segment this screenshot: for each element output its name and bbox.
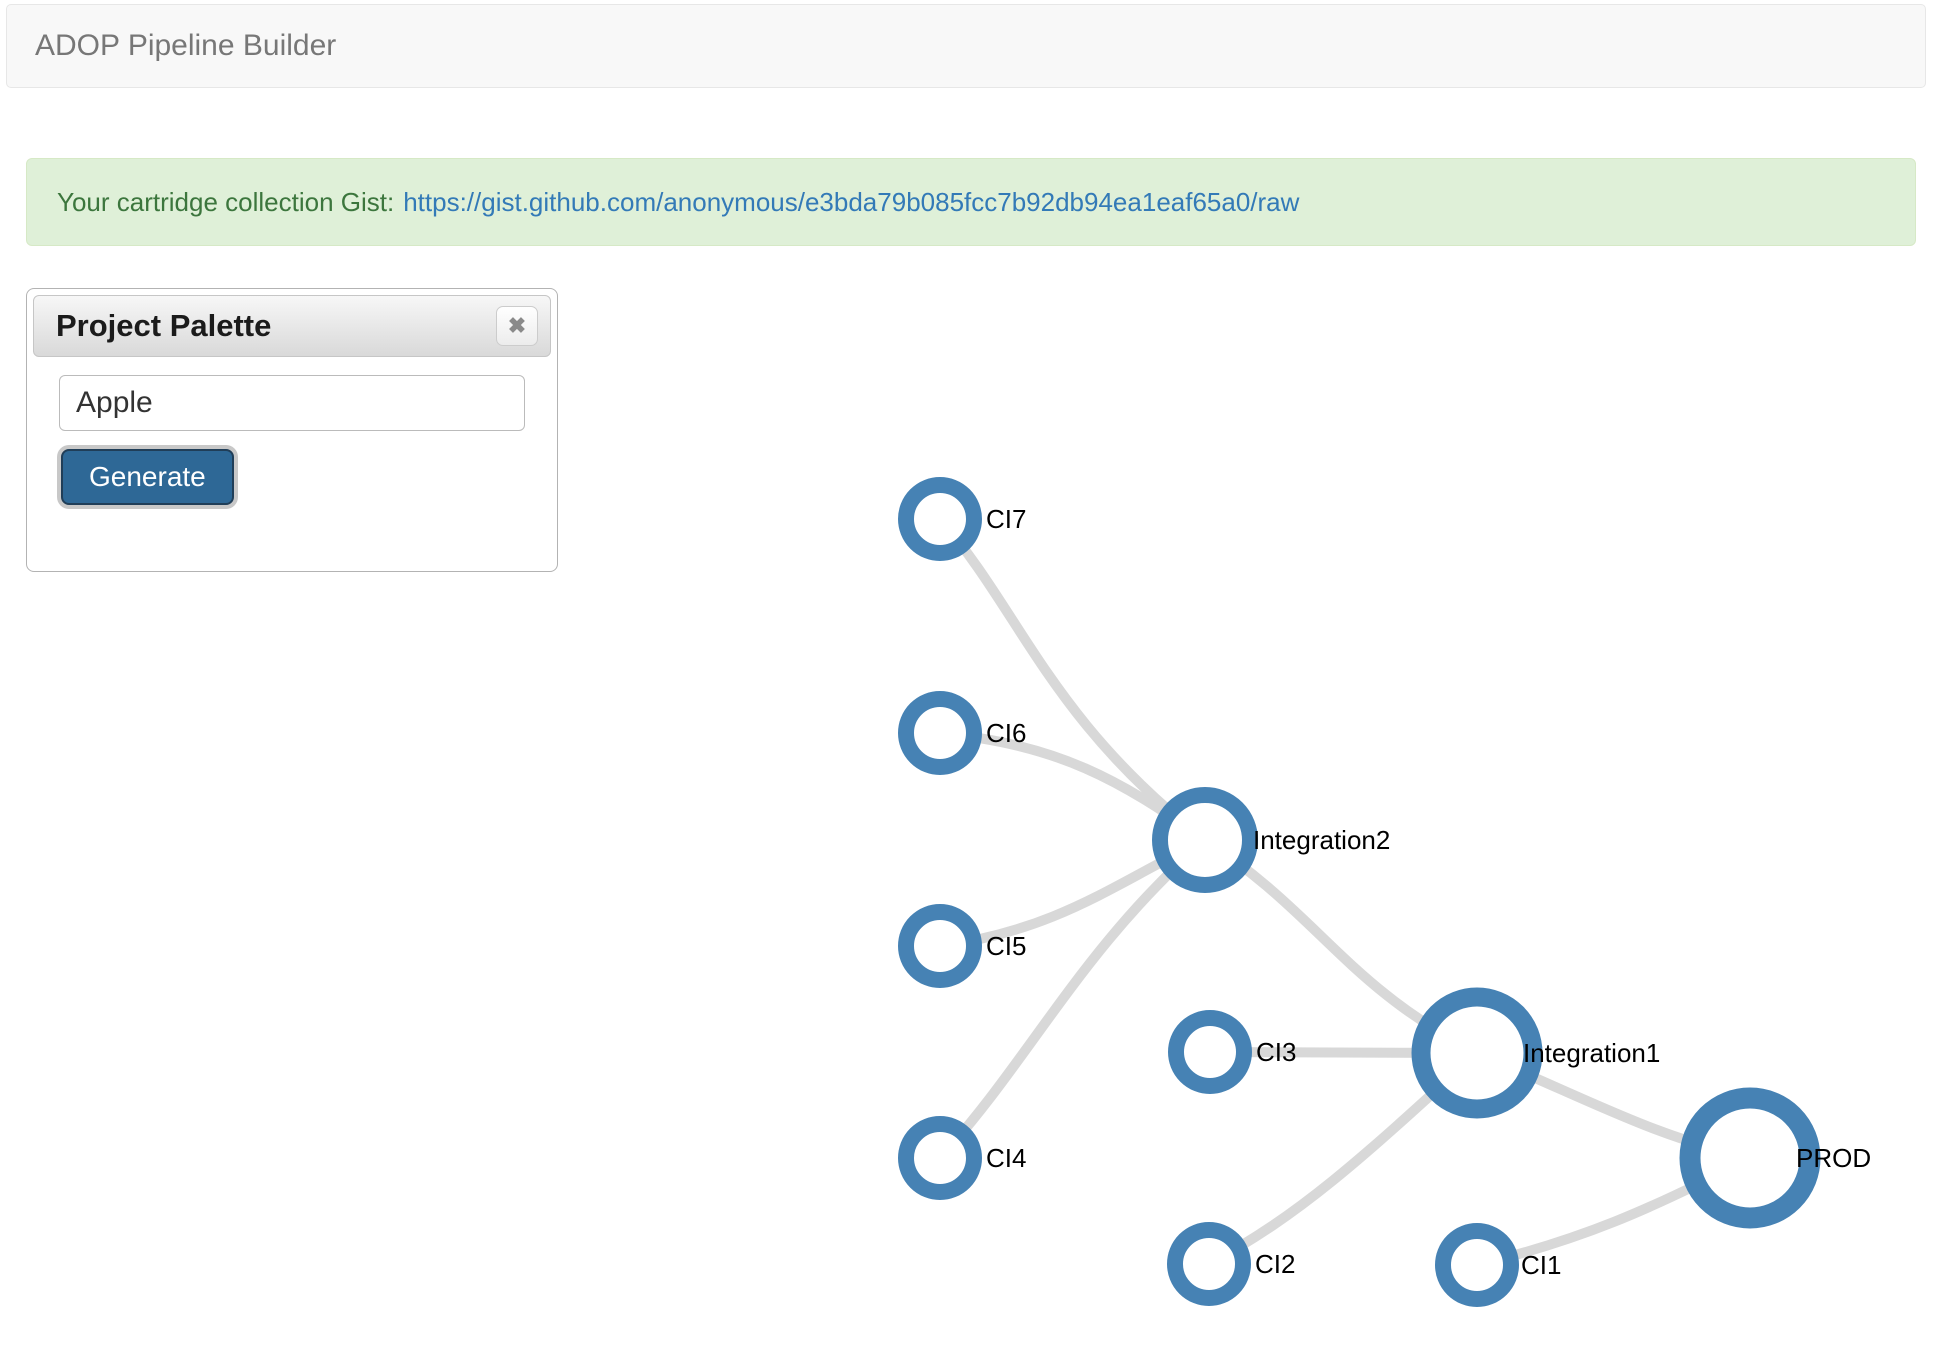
gist-link[interactable]: https://gist.github.com/anonymous/e3bda7… bbox=[403, 186, 1300, 217]
close-icon: ✖ bbox=[507, 313, 527, 338]
graph-node-Integration1[interactable] bbox=[1411, 987, 1543, 1119]
graph-node-CI1[interactable] bbox=[1435, 1223, 1519, 1307]
generate-button[interactable]: Generate bbox=[61, 449, 234, 505]
graph-node-label-CI7: CI7 bbox=[986, 504, 1026, 534]
graph-edge-CI4-Integration2 bbox=[936, 836, 1209, 1162]
graph-node-label-CI2: CI2 bbox=[1255, 1249, 1295, 1279]
graph-node-label-CI1: CI1 bbox=[1521, 1250, 1561, 1280]
graph-node-label-Integration1: Integration1 bbox=[1523, 1038, 1660, 1068]
graph-node-CI5[interactable] bbox=[898, 904, 982, 988]
graph-node-label-PROD: PROD bbox=[1796, 1143, 1871, 1173]
graph-node-Integration2[interactable] bbox=[1152, 787, 1258, 893]
project-palette-content: Generate bbox=[33, 357, 551, 505]
graph-node-label-CI4: CI4 bbox=[986, 1143, 1026, 1173]
graph-node-label-CI5: CI5 bbox=[986, 931, 1026, 961]
project-name-input[interactable] bbox=[59, 375, 525, 431]
graph-node-CI6[interactable] bbox=[898, 691, 982, 775]
graph-node-CI3[interactable] bbox=[1168, 1010, 1252, 1094]
project-palette-dialog: Project Palette ✖ Generate bbox=[26, 288, 558, 572]
gist-alert-text: Your cartridge collection Gist: bbox=[57, 186, 395, 217]
app-title[interactable]: ADOP Pipeline Builder bbox=[35, 29, 337, 62]
graph-edge-CI7-Integration2 bbox=[936, 515, 1209, 844]
graph-node-CI4[interactable] bbox=[898, 1116, 982, 1200]
project-palette-titlebar[interactable]: Project Palette ✖ bbox=[33, 295, 551, 357]
graph-node-CI7[interactable] bbox=[898, 477, 982, 561]
graph-node-label-CI6: CI6 bbox=[986, 718, 1026, 748]
graph-node-CI2[interactable] bbox=[1167, 1222, 1251, 1306]
graph-node-PROD[interactable] bbox=[1679, 1087, 1821, 1229]
gist-alert: Your cartridge collection Gist: https://… bbox=[26, 158, 1916, 246]
graph-node-label-CI3: CI3 bbox=[1256, 1037, 1296, 1067]
close-button[interactable]: ✖ bbox=[496, 306, 538, 346]
project-palette-title: Project Palette bbox=[56, 308, 272, 343]
navbar: ADOP Pipeline Builder bbox=[6, 4, 1926, 88]
graph-node-label-Integration2: Integration2 bbox=[1253, 825, 1390, 855]
